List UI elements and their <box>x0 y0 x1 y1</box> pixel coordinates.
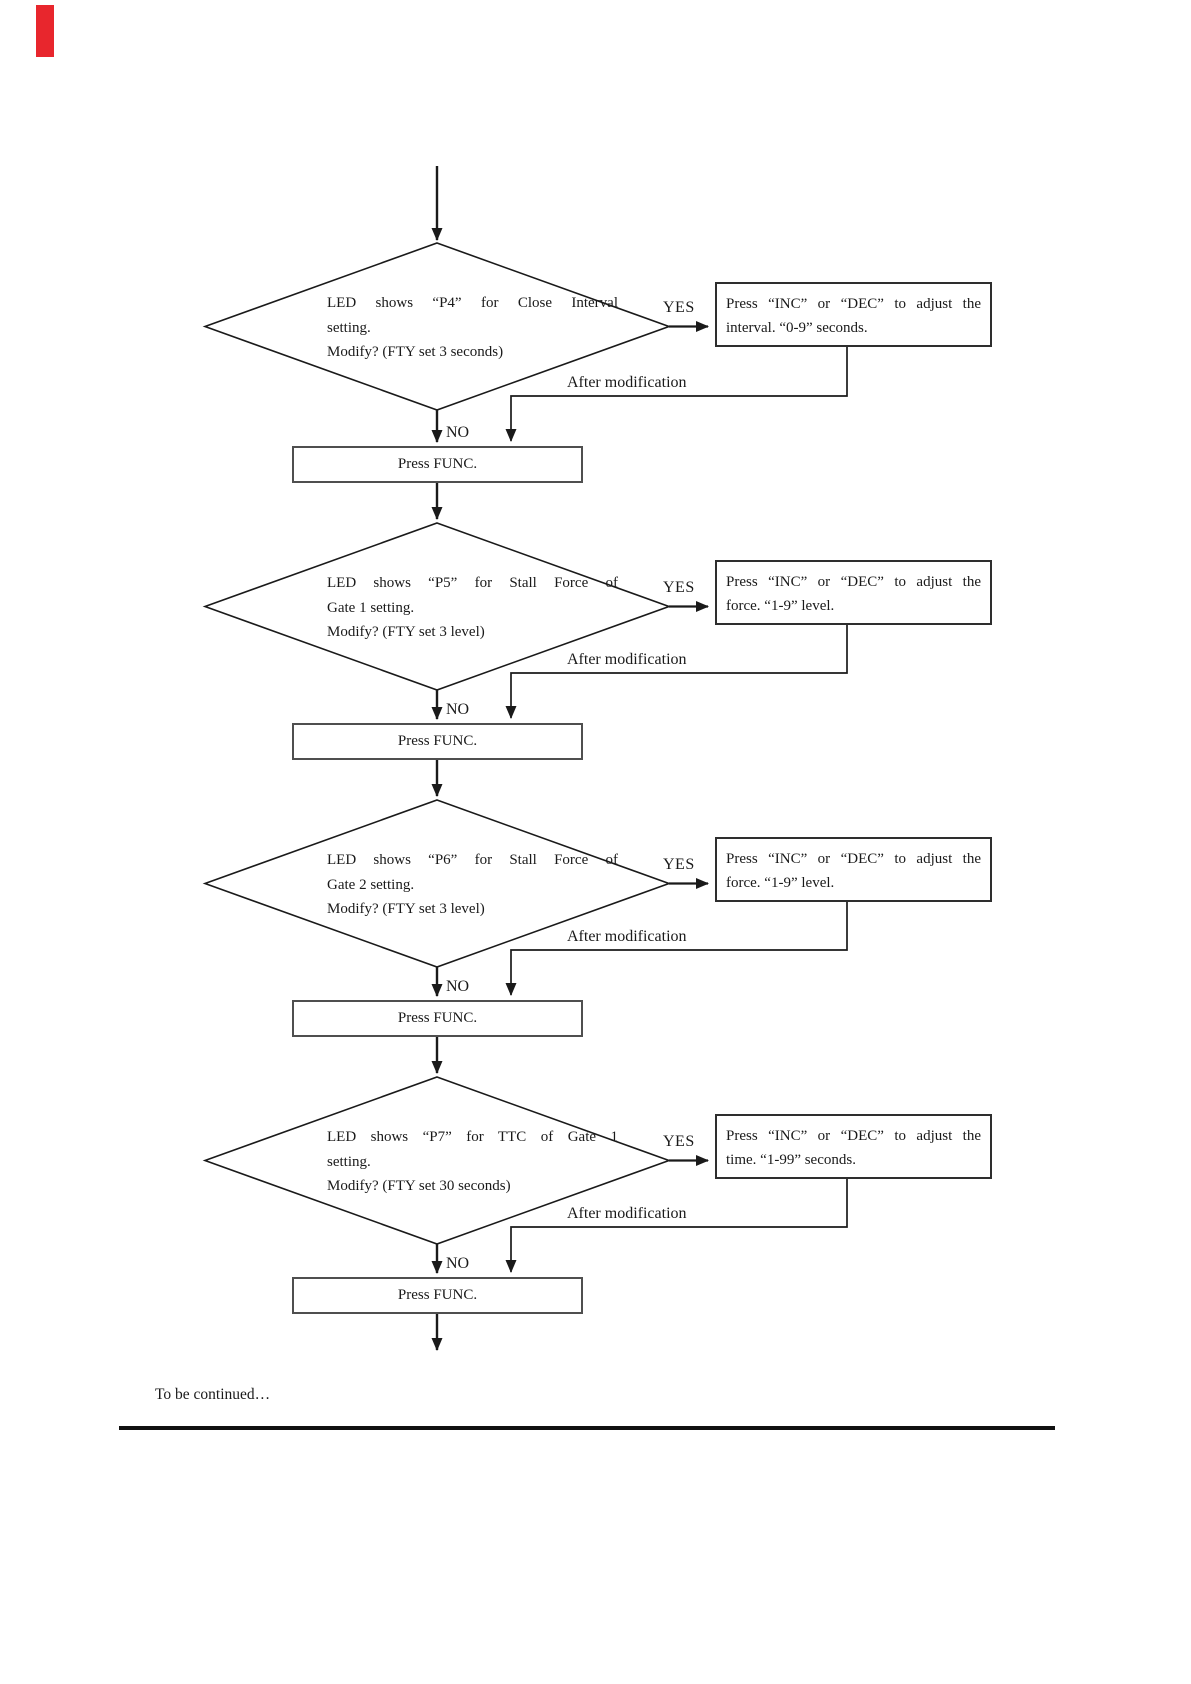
press-func-label-p4: Press FUNC. <box>397 456 478 472</box>
action-box-p6: Press “INC” or “DEC” to adjust the force… <box>715 837 992 902</box>
action-p4-line2: interval. “0-9” seconds. <box>726 320 868 336</box>
press-func-box-p6: Press FUNC. <box>292 1000 583 1037</box>
decision-p6-line2: Gate 2 setting. <box>327 876 415 893</box>
after-modification-label-p7: After modification <box>567 1205 687 1222</box>
decision-p7-line1: LED shows “P7” for TTC of Gate 1 <box>327 1129 618 1145</box>
after-modification-label-p6: After modification <box>567 928 687 945</box>
press-func-label-p5: Press FUNC. <box>397 733 478 749</box>
yes-label-p4: YES <box>663 299 695 316</box>
bottom-rule <box>119 1426 1055 1430</box>
connectors-p7 <box>202 1037 848 1274</box>
action-p6-line2: force. “1-9” level. <box>726 875 835 891</box>
after-modification-label-p5: After modification <box>567 651 687 668</box>
return-connector-p6 <box>505 901 848 996</box>
action-p5-line2: force. “1-9” level. <box>726 598 835 614</box>
to-be-continued-note: To be continued… <box>155 1386 271 1403</box>
action-p7-line1: Press “INC” or “DEC” to adjust the <box>726 1128 981 1144</box>
decision-p6-line1: LED shows “P6” for Stall Force of <box>327 852 618 868</box>
no-label-p7: NO <box>446 1255 470 1272</box>
return-connector-p7 <box>505 1178 848 1273</box>
no-label-p5: NO <box>446 701 470 718</box>
action-box-p7: Press “INC” or “DEC” to adjust the time.… <box>715 1114 992 1179</box>
connectors-p6 <box>202 760 848 997</box>
connectors-p4 <box>202 166 848 443</box>
decision-p4-text: LED shows “P4” for Close Interval settin… <box>327 291 618 365</box>
press-func-box-p7: Press FUNC. <box>292 1277 583 1314</box>
no-label-p6: NO <box>446 978 470 995</box>
action-p5-line1: Press “INC” or “DEC” to adjust the <box>726 574 981 590</box>
connectors-p5 <box>202 483 848 720</box>
action-p7-line2: time. “1-99” seconds. <box>726 1152 856 1168</box>
action-p4-line1: Press “INC” or “DEC” to adjust the <box>726 296 981 312</box>
press-func-box-p4: Press FUNC. <box>292 446 583 483</box>
action-p6-line1: Press “INC” or “DEC” to adjust the <box>726 851 981 867</box>
press-func-label-p6: Press FUNC. <box>397 1010 478 1026</box>
decision-p4-line3: Modify? (FTY set 3 seconds) <box>327 344 504 360</box>
action-box-p5: Press “INC” or “DEC” to adjust the force… <box>715 560 992 625</box>
return-connector-p4 <box>505 347 848 442</box>
decision-p6-line3: Modify? (FTY set 3 level) <box>327 901 485 917</box>
decision-p4-line2: setting. <box>327 319 371 336</box>
yes-label-p5: YES <box>663 579 695 596</box>
decision-p7-line2: setting. <box>327 1153 371 1170</box>
decision-p5-line2: Gate 1 setting. <box>327 599 415 616</box>
decision-p4-line1: LED shows “P4” for Close Interval <box>327 295 618 311</box>
after-modification-label-p4: After modification <box>567 374 687 391</box>
no-label-p4: NO <box>446 424 470 441</box>
decision-p7-line3: Modify? (FTY set 30 seconds) <box>327 1178 511 1194</box>
press-func-box-p5: Press FUNC. <box>292 723 583 760</box>
yes-label-p7: YES <box>663 1133 695 1150</box>
yes-label-p6: YES <box>663 856 695 873</box>
decision-p5-text: LED shows “P5” for Stall Force of Gate 1… <box>327 571 618 645</box>
return-connector-p5 <box>505 624 848 719</box>
action-box-p4: Press “INC” or “DEC” to adjust the inter… <box>715 282 992 347</box>
decision-p5-line3: Modify? (FTY set 3 level) <box>327 624 485 640</box>
decision-p6-text: LED shows “P6” for Stall Force of Gate 2… <box>327 848 618 922</box>
decision-p5-line1: LED shows “P5” for Stall Force of <box>327 575 618 591</box>
decision-p7-text: LED shows “P7” for TTC of Gate 1 setting… <box>327 1125 618 1199</box>
scan-red-mark <box>36 5 54 57</box>
press-func-label-p7: Press FUNC. <box>397 1287 478 1303</box>
